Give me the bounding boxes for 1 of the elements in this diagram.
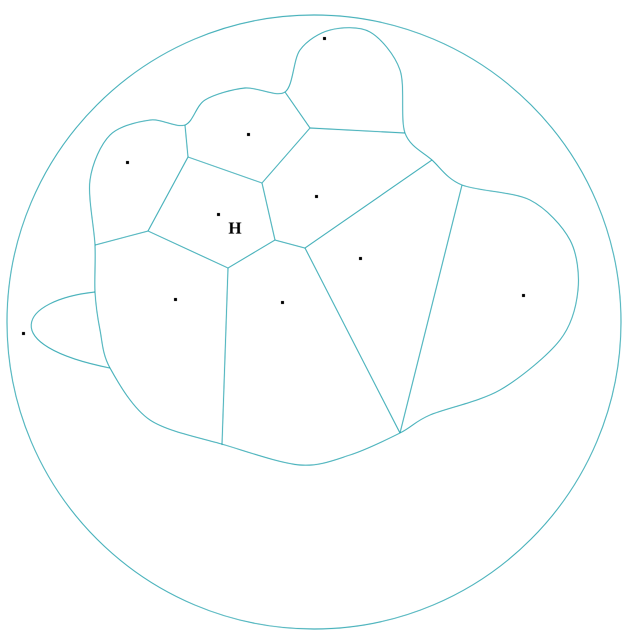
point-label: H — [228, 222, 242, 234]
